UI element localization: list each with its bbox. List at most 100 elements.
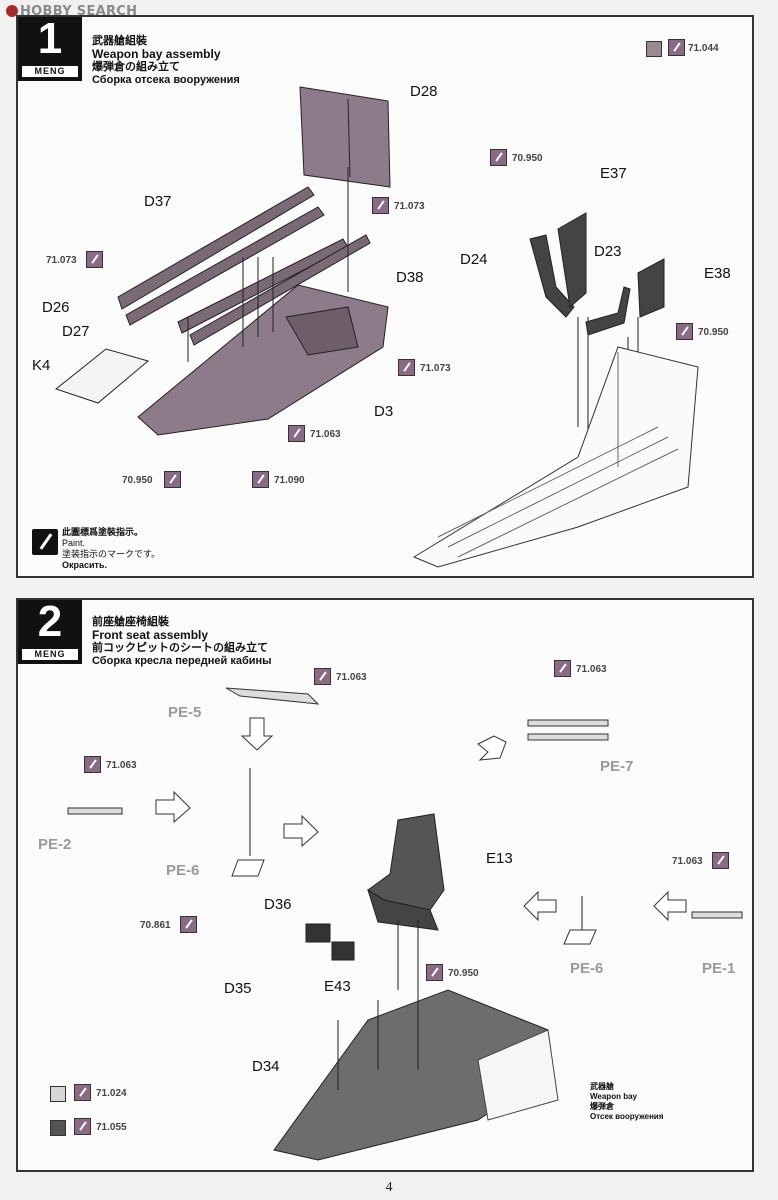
paint-code: 70.950 — [512, 153, 543, 164]
paint-code: 71.063 — [336, 672, 367, 683]
step2-number: 2 — [37, 597, 63, 646]
paint-code: 71.073 — [46, 255, 77, 266]
paint-icon — [288, 425, 305, 442]
step2-badge: 2 MENG — [18, 597, 82, 664]
label-pe2: PE-2 — [38, 836, 72, 853]
label-d23: D23 — [594, 243, 622, 260]
label-d27: D27 — [62, 323, 90, 340]
step2-title-ru: Сборка кресла передней кабины — [92, 655, 272, 667]
step1-title: 武器艙組裝 Weapon bay assembly 爆弾倉の組み立て Сборк… — [92, 35, 240, 87]
paint-code: 71.073 — [394, 201, 425, 212]
part-d3 — [137, 284, 389, 436]
label-d28: D28 — [410, 83, 438, 100]
paint-code: 71.063 — [576, 664, 607, 675]
label-e13: E13 — [486, 850, 513, 867]
step2-diagram — [67, 687, 743, 1161]
paint-icon — [490, 149, 507, 166]
step1-title-jp: 爆弾倉の組み立て — [92, 61, 180, 73]
paint-code: 71.044 — [688, 43, 719, 54]
label-pe1: PE-1 — [702, 960, 736, 977]
paint-icon — [372, 197, 389, 214]
paint-code: 70.861 — [140, 920, 171, 931]
part-d36 — [305, 923, 331, 943]
part-d3-block — [285, 306, 359, 356]
label-d26: D26 — [42, 299, 70, 316]
label-e43: E43 — [324, 978, 351, 995]
paint-code: 71.073 — [420, 363, 451, 374]
arrow-left — [523, 890, 557, 922]
paint-icon — [74, 1118, 91, 1135]
paint-icon — [314, 668, 331, 685]
step2-title-en: Front seat assembly — [92, 628, 209, 642]
bay-label-en: Weapon bay — [590, 1092, 637, 1101]
label-d3: D3 — [374, 403, 394, 420]
paint-note-en: Paint. — [62, 538, 86, 548]
step1-number: 1 — [37, 14, 63, 63]
part-d37-cannons — [117, 186, 371, 346]
label-d34: D34 — [252, 1058, 280, 1075]
watermark-logo-icon — [6, 5, 18, 17]
arrow-down — [240, 717, 274, 751]
paint-icon — [426, 964, 443, 981]
paint-icon — [74, 1084, 91, 1101]
bay-label-ru: Отсек вооружения — [590, 1112, 664, 1121]
paint-icon — [712, 852, 729, 869]
arrow-right — [283, 814, 319, 848]
legend-swatch-light — [50, 1086, 66, 1102]
part-pe1 — [691, 911, 743, 919]
legend-code-dark: 71.055 — [96, 1122, 127, 1133]
part-pe6a-plate — [231, 859, 265, 877]
paint-code: 71.090 — [274, 475, 305, 486]
paint-note-ru: Окрасить. — [62, 560, 107, 570]
part-pe5 — [225, 687, 320, 705]
step1-diagram — [54, 86, 699, 568]
paint-icon — [86, 251, 103, 268]
paint-code: 70.950 — [698, 327, 729, 338]
paint-icon — [164, 471, 181, 488]
label-d35: D35 — [224, 980, 252, 997]
bay-label-cn: 武器艙 — [590, 1082, 614, 1091]
part-pe6b-plate — [563, 929, 597, 945]
paint-icon — [398, 359, 415, 376]
step1-badge: 1 MENG — [18, 14, 82, 81]
label-d37: D37 — [144, 193, 172, 210]
paint-code: 70.950 — [122, 475, 153, 486]
paint-code: 71.063 — [106, 760, 137, 771]
brand-logo: MENG — [22, 649, 78, 660]
label-d38: D38 — [396, 269, 424, 286]
part-e13 — [367, 813, 445, 911]
step1-title-ru: Сборка отсека вооружения — [92, 74, 240, 86]
label-k4: K4 — [32, 357, 51, 374]
paint-code: 70.950 — [448, 968, 479, 979]
arrow-right — [155, 790, 191, 824]
paint-code: 71.063 — [310, 429, 341, 440]
step1-panel: 1 MENG 武器艙組裝 Weapon bay assembly 爆弾倉の組み立… — [16, 14, 754, 578]
label-pe5: PE-5 — [168, 704, 202, 721]
page-number: 4 — [385, 1180, 393, 1195]
paint-note-cn: 此圖標爲塗裝指示。 — [62, 527, 144, 537]
part-e37 — [557, 212, 587, 308]
label-d24: D24 — [460, 251, 488, 268]
paint-legend-icon — [32, 529, 58, 555]
part-pe7 — [527, 719, 609, 741]
paint-icon — [180, 916, 197, 933]
step1-title-cn: 武器艙組裝 — [92, 35, 147, 47]
step1-top-swatch — [646, 41, 662, 57]
part-d23 — [585, 286, 631, 336]
legend-swatch-dark — [50, 1120, 66, 1136]
arrow-left — [477, 735, 507, 761]
label-d36: D36 — [264, 896, 292, 913]
weapon-bay-label: 武器艙 Weapon bay 爆弾倉 Отсек вооружения — [590, 1082, 664, 1122]
paint-icon — [554, 660, 571, 677]
label-e38: E38 — [704, 265, 731, 282]
bay-label-jp: 爆弾倉 — [590, 1102, 614, 1111]
part-pe2 — [67, 807, 123, 815]
brand-logo: MENG — [22, 66, 78, 77]
part-e38 — [637, 258, 665, 318]
paint-icon — [676, 323, 693, 340]
paint-icon — [668, 39, 685, 56]
paint-note-jp: 塗装指示のマークです。 — [62, 549, 161, 559]
step2-title-jp: 前コックピットのシートの組み立て — [92, 642, 268, 654]
paint-icon — [84, 756, 101, 773]
part-d35 — [331, 941, 355, 961]
